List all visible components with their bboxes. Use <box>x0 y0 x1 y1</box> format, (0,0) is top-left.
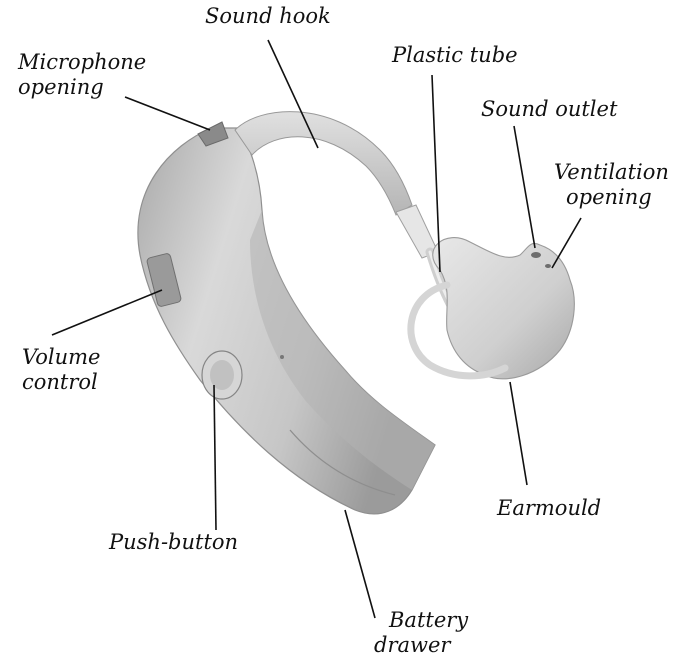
label-battery-drawer-line2: drawer <box>374 633 468 658</box>
label-push-button: Push-button <box>109 530 238 555</box>
label-ventilation-opening-line1: Ventilation <box>554 160 669 185</box>
leader-ventilation-opening <box>552 218 581 268</box>
leader-sound-outlet <box>514 126 535 248</box>
label-microphone-opening-line2: opening <box>18 75 146 100</box>
label-volume-control: Volume control <box>22 345 100 395</box>
label-plastic-tube: Plastic tube <box>392 43 518 68</box>
label-microphone-opening: Microphone opening <box>18 50 146 100</box>
label-sound-outlet: Sound outlet <box>481 97 617 122</box>
sound-outlet-hole <box>531 252 541 258</box>
label-battery-drawer: Battery drawer <box>374 608 468 658</box>
leader-push-button <box>214 385 216 530</box>
earmould <box>433 238 575 379</box>
label-volume-control-line2: control <box>22 370 100 395</box>
label-battery-drawer-line1: Battery <box>374 608 468 633</box>
label-sound-hook: Sound hook <box>205 4 331 29</box>
leader-volume-control <box>52 290 162 335</box>
leader-earmould <box>510 382 527 485</box>
leader-battery-drawer <box>345 510 375 618</box>
ventilation-hole <box>545 264 551 268</box>
label-earmould: Earmould <box>497 496 601 521</box>
leader-microphone-opening <box>125 97 210 130</box>
label-ventilation-opening: Ventilation opening <box>554 160 669 210</box>
indicator-dot <box>280 355 284 359</box>
label-microphone-opening-line1: Microphone <box>18 50 146 75</box>
label-volume-control-line1: Volume <box>22 345 100 370</box>
label-ventilation-opening-line2: opening <box>554 185 669 210</box>
